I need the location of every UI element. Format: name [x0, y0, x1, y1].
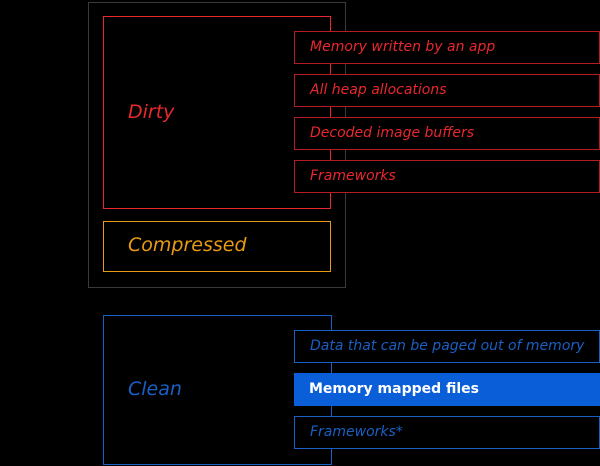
- clean-item: Data that can be paged out of memory: [294, 330, 600, 363]
- dirty-item: All heap allocations: [294, 74, 600, 107]
- dirty-item: Frameworks: [294, 160, 600, 193]
- dirty-label: Dirty: [128, 101, 175, 123]
- compressed-box: Compressed: [103, 221, 331, 272]
- clean-label: Clean: [128, 378, 182, 400]
- compressed-label: Compressed: [128, 234, 247, 256]
- dirty-item: Decoded image buffers: [294, 117, 600, 150]
- clean-item: Frameworks*: [294, 416, 600, 449]
- dirty-item: Memory written by an app: [294, 31, 600, 64]
- clean-item-highlighted: Memory mapped files: [294, 373, 600, 406]
- dirty-box: Dirty: [103, 16, 331, 209]
